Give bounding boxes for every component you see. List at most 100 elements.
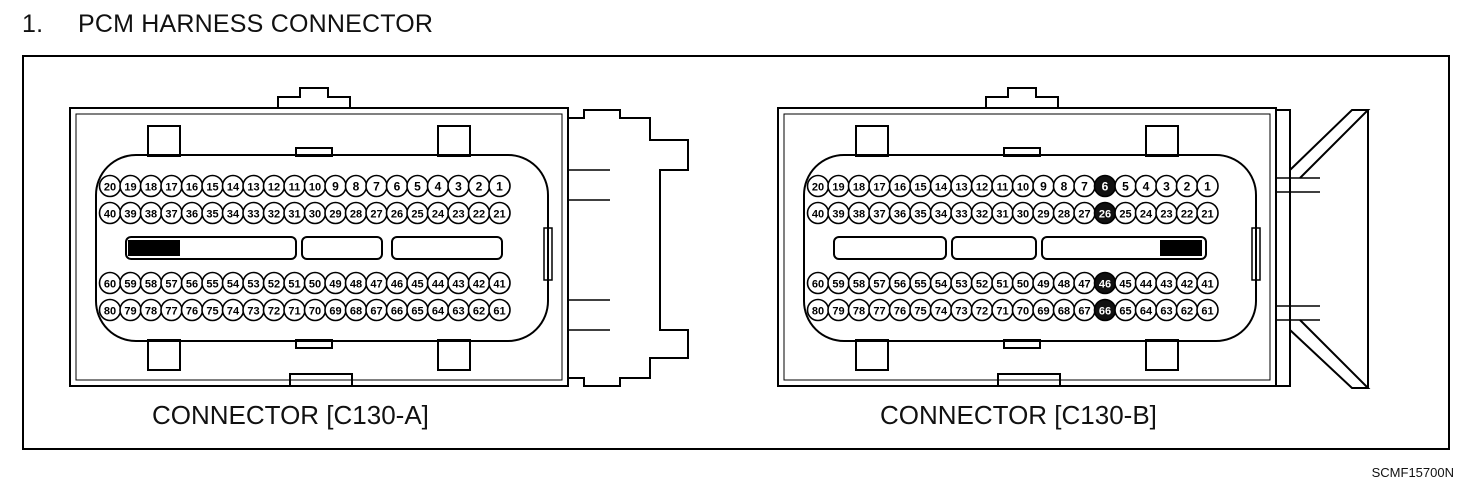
pin-label: 64	[1140, 306, 1153, 318]
pin-label: 54	[227, 279, 240, 291]
connector-a-caption: CONNECTOR [C130-A]	[152, 400, 429, 430]
pin-label: 14	[935, 182, 948, 194]
pin-label: 49	[329, 279, 341, 291]
pin-label: 50	[1017, 279, 1029, 291]
face-notch	[1145, 339, 1179, 371]
pin-label: 1	[1204, 180, 1211, 194]
pin-label: 34	[935, 209, 948, 221]
pin-label: 12	[976, 182, 988, 194]
pin-label: 38	[145, 209, 157, 221]
face-notch	[147, 339, 181, 371]
pin-label: 68	[350, 306, 362, 318]
pin-label: 4	[435, 180, 442, 194]
pin-label: 63	[452, 306, 464, 318]
pin-label: 40	[104, 209, 116, 221]
pin-label: 16	[894, 182, 906, 194]
pin-label: 28	[1058, 209, 1070, 221]
pin-label: 25	[1119, 209, 1131, 221]
heading-title: PCM HARNESS CONNECTOR	[78, 10, 434, 38]
pin-label: 80	[812, 306, 824, 318]
side-rail	[1251, 227, 1261, 281]
pin-label: 6	[1102, 180, 1109, 194]
pin-label: 52	[976, 279, 988, 291]
pin-circle	[1196, 271, 1219, 295]
pin-label: 33	[247, 209, 259, 221]
pin-label: 55	[206, 279, 218, 291]
pin-label: 48	[1058, 279, 1070, 291]
pin-label: 61	[1201, 306, 1213, 318]
pin-label: 24	[432, 209, 445, 221]
pin-label: 33	[955, 209, 967, 221]
slot-fill	[1160, 240, 1202, 256]
pin-label: 47	[1078, 279, 1090, 291]
pin-label: 27	[1078, 209, 1090, 221]
pin-label: 39	[832, 209, 844, 221]
pin-label: 22	[1181, 209, 1193, 221]
center-slot	[125, 236, 297, 260]
bottom-latch	[997, 373, 1061, 386]
pin-label: 79	[124, 306, 136, 318]
pin-label: 45	[411, 279, 423, 291]
pin-label: 74	[227, 306, 240, 318]
pin-label: 70	[309, 306, 321, 318]
face-notch	[1145, 125, 1179, 157]
figure-code: SCMF15700N	[1371, 465, 1454, 480]
slot-fill	[128, 240, 180, 256]
pin-circle	[488, 298, 511, 322]
pin-label: 32	[976, 209, 988, 221]
pin-label: 59	[832, 279, 844, 291]
pin-label: 73	[247, 306, 259, 318]
pin-circle	[488, 201, 511, 225]
center-slot	[1041, 236, 1207, 260]
pin-label: 37	[165, 209, 177, 221]
pin-label: 13	[955, 182, 967, 194]
pin-label: 56	[894, 279, 906, 291]
pin-label: 26	[391, 209, 403, 221]
keyway-bottom	[1003, 339, 1041, 349]
pin-label: 15	[914, 182, 926, 194]
pin-label: 74	[935, 306, 948, 318]
pin-label: 72	[976, 306, 988, 318]
pin-label: 22	[473, 209, 485, 221]
pin-label: 13	[247, 182, 259, 194]
pin-label: 11	[289, 182, 301, 194]
pin-label: 9	[1040, 180, 1047, 194]
pin-label: 75	[206, 306, 218, 318]
pin-label: 17	[873, 182, 885, 194]
pin-label: 68	[1058, 306, 1070, 318]
pin-label: 54	[935, 279, 948, 291]
pin-label: 66	[391, 306, 403, 318]
pin-label: 20	[812, 182, 824, 194]
pin-label: 4	[1143, 180, 1150, 194]
pin-label: 36	[186, 209, 198, 221]
pin-label: 36	[894, 209, 906, 221]
keyway-bottom	[295, 339, 333, 349]
face-notch	[437, 339, 471, 371]
connector-b-caption: CONNECTOR [C130-B]	[880, 400, 1157, 430]
flange-rails	[568, 169, 610, 331]
pin-label: 6	[394, 180, 401, 194]
pin-label: 42	[473, 279, 485, 291]
bottom-latch	[289, 373, 353, 386]
side-rail	[543, 227, 553, 281]
pin-label: 46	[1099, 279, 1111, 291]
pin-label: 51	[996, 279, 1008, 291]
pin-label: 8	[1061, 180, 1068, 194]
pin-label: 55	[914, 279, 926, 291]
pin-label: 15	[206, 182, 218, 194]
pin-label: 78	[145, 306, 157, 318]
pin-label: 53	[955, 279, 967, 291]
pin-label: 34	[227, 209, 240, 221]
pin-label: 62	[1181, 306, 1193, 318]
pin-label: 72	[268, 306, 280, 318]
center-slot	[301, 236, 383, 260]
pin-label: 53	[247, 279, 259, 291]
pin-label: 67	[1078, 306, 1090, 318]
pin-label: 75	[914, 306, 926, 318]
pin-label: 77	[165, 306, 177, 318]
pin-label: 7	[1081, 180, 1088, 194]
pin-label: 43	[1160, 279, 1172, 291]
center-slot	[833, 236, 947, 260]
